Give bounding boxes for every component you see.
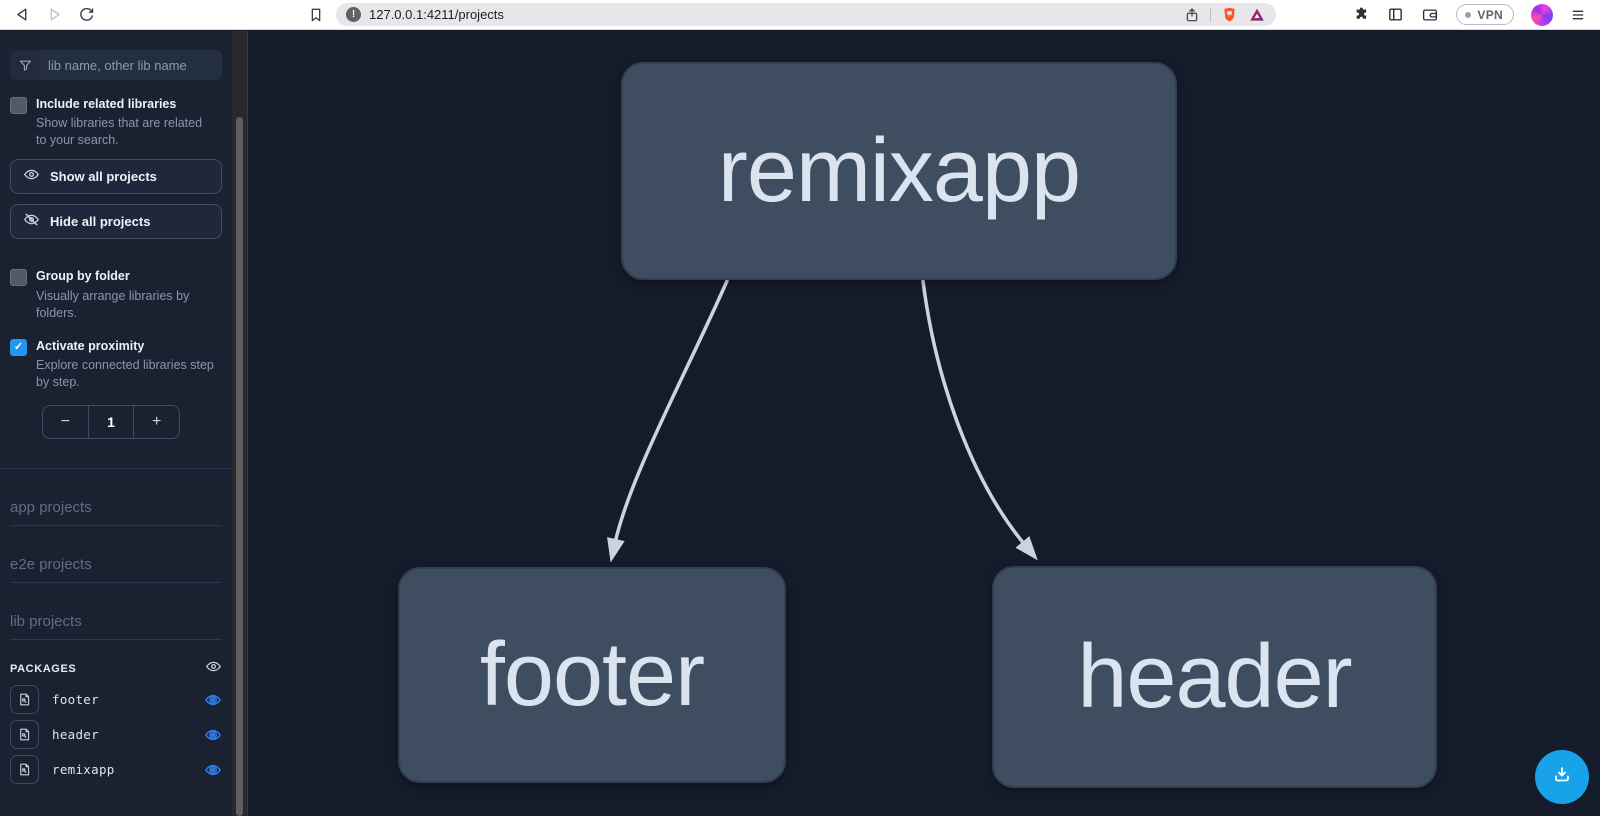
graph-node-remixapp[interactable]: remixapp [621, 62, 1177, 280]
option-group-by-folder: Group by folder Visually arrange librari… [10, 268, 222, 321]
packages-heading-label: PACKAGES [10, 662, 77, 675]
package-row-remixapp: remixapp [10, 755, 222, 785]
show-all-projects-label: Show all projects [50, 169, 157, 185]
extensions-puzzle-icon[interactable] [1353, 6, 1370, 23]
download-image-button[interactable] [1535, 750, 1589, 804]
edge-remixapp-footer [607, 279, 729, 563]
edge-remixapp-header [921, 279, 1038, 561]
option-label: Activate proximity [36, 338, 145, 353]
node-label: header [1077, 626, 1352, 727]
sidebar-graph-divider [247, 31, 248, 816]
package-visibility-eye[interactable] [204, 691, 222, 709]
section-app-projects: app projects [10, 499, 222, 526]
package-visibility-eye[interactable] [204, 761, 222, 779]
section-divider [0, 467, 232, 469]
include-related-checkbox[interactable] [10, 97, 27, 114]
download-icon [1551, 764, 1573, 791]
option-label: Group by folder [36, 269, 130, 284]
eye-icon [23, 166, 40, 188]
share-icon[interactable] [1184, 7, 1200, 23]
site-info-icon[interactable]: ! [346, 7, 361, 22]
url-bar[interactable]: ! 127.0.0.1:4211/projects [336, 3, 1276, 26]
bookmark-icon[interactable] [304, 3, 328, 27]
proximity-stepper: − 1 + [42, 404, 180, 439]
sidebar-scrollbar-track [232, 31, 247, 816]
activate-proximity-checkbox[interactable]: ✓ [10, 338, 27, 356]
page-content: Include related libraries Show libraries… [0, 31, 1600, 816]
stepper-value: 1 [87, 405, 135, 438]
stepper-decrement-button[interactable]: − [60, 412, 70, 430]
sidebar: Include related libraries Show libraries… [0, 31, 232, 816]
search-box [10, 50, 222, 80]
package-name: footer [52, 692, 99, 708]
browser-chrome: ! 127.0.0.1:4211/projects [0, 0, 1600, 30]
package-visibility-eye[interactable] [204, 726, 222, 744]
project-detail-doc-icon[interactable] [10, 685, 39, 715]
package-name: header [52, 727, 99, 743]
profile-avatar[interactable] [1531, 3, 1553, 26]
show-all-projects-button[interactable]: Show all projects [10, 159, 222, 195]
project-detail-doc-icon[interactable] [10, 720, 39, 750]
section-lib-projects: lib projects [10, 613, 222, 640]
search-input[interactable] [40, 50, 222, 80]
vpn-dot-icon [1465, 11, 1472, 18]
node-label: remixapp [717, 120, 1081, 221]
back-button[interactable] [10, 3, 34, 27]
option-label: Include related libraries [36, 97, 177, 111]
packages-header: PACKAGES [10, 658, 222, 680]
option-description: Explore connected libraries step by step… [36, 357, 214, 389]
stepper-increment-button[interactable]: + [152, 412, 162, 430]
packages-eye-toggle[interactable] [205, 658, 222, 680]
option-include-related: Include related libraries Show libraries… [10, 96, 222, 149]
vpn-label: VPN [1477, 7, 1503, 22]
hide-all-projects-button[interactable]: Hide all projects [10, 204, 222, 240]
node-label: footer [479, 624, 705, 725]
reload-button[interactable] [74, 3, 98, 27]
hide-all-projects-label: Hide all projects [50, 214, 151, 230]
package-name: remixapp [52, 762, 115, 778]
graph-node-footer[interactable]: footer [398, 567, 786, 783]
package-row-header: header [10, 720, 222, 750]
vpn-badge[interactable]: VPN [1456, 4, 1514, 25]
brave-rewards-triangle-icon[interactable] [1248, 6, 1266, 24]
option-activate-proximity: ✓ Activate proximity Explore connected l… [10, 338, 222, 391]
option-description: Visually arrange libraries by folders. [36, 288, 190, 320]
group-by-folder-checkbox[interactable] [10, 269, 27, 287]
divider [1210, 7, 1211, 22]
menu-icon[interactable] [1570, 7, 1586, 23]
url-text: 127.0.0.1:4211/projects [369, 7, 504, 22]
sidebar-panel-icon[interactable] [1387, 6, 1404, 23]
chrome-right-controls: VPN [1353, 3, 1590, 26]
forward-button[interactable] [42, 3, 66, 27]
brave-shield-icon[interactable] [1221, 6, 1238, 23]
graph-node-header[interactable]: header [992, 566, 1437, 788]
option-description: Show libraries that are related to your … [36, 116, 203, 148]
eye-off-icon [23, 211, 40, 233]
package-row-footer: footer [10, 685, 222, 715]
filter-funnel-icon [10, 58, 40, 73]
project-detail-doc-icon[interactable] [10, 755, 39, 785]
urlbar-right-icons [1184, 6, 1266, 24]
sidebar-scrollbar-thumb[interactable] [236, 117, 243, 816]
section-e2e-projects: e2e projects [10, 556, 222, 583]
wallet-icon[interactable] [1421, 6, 1439, 24]
